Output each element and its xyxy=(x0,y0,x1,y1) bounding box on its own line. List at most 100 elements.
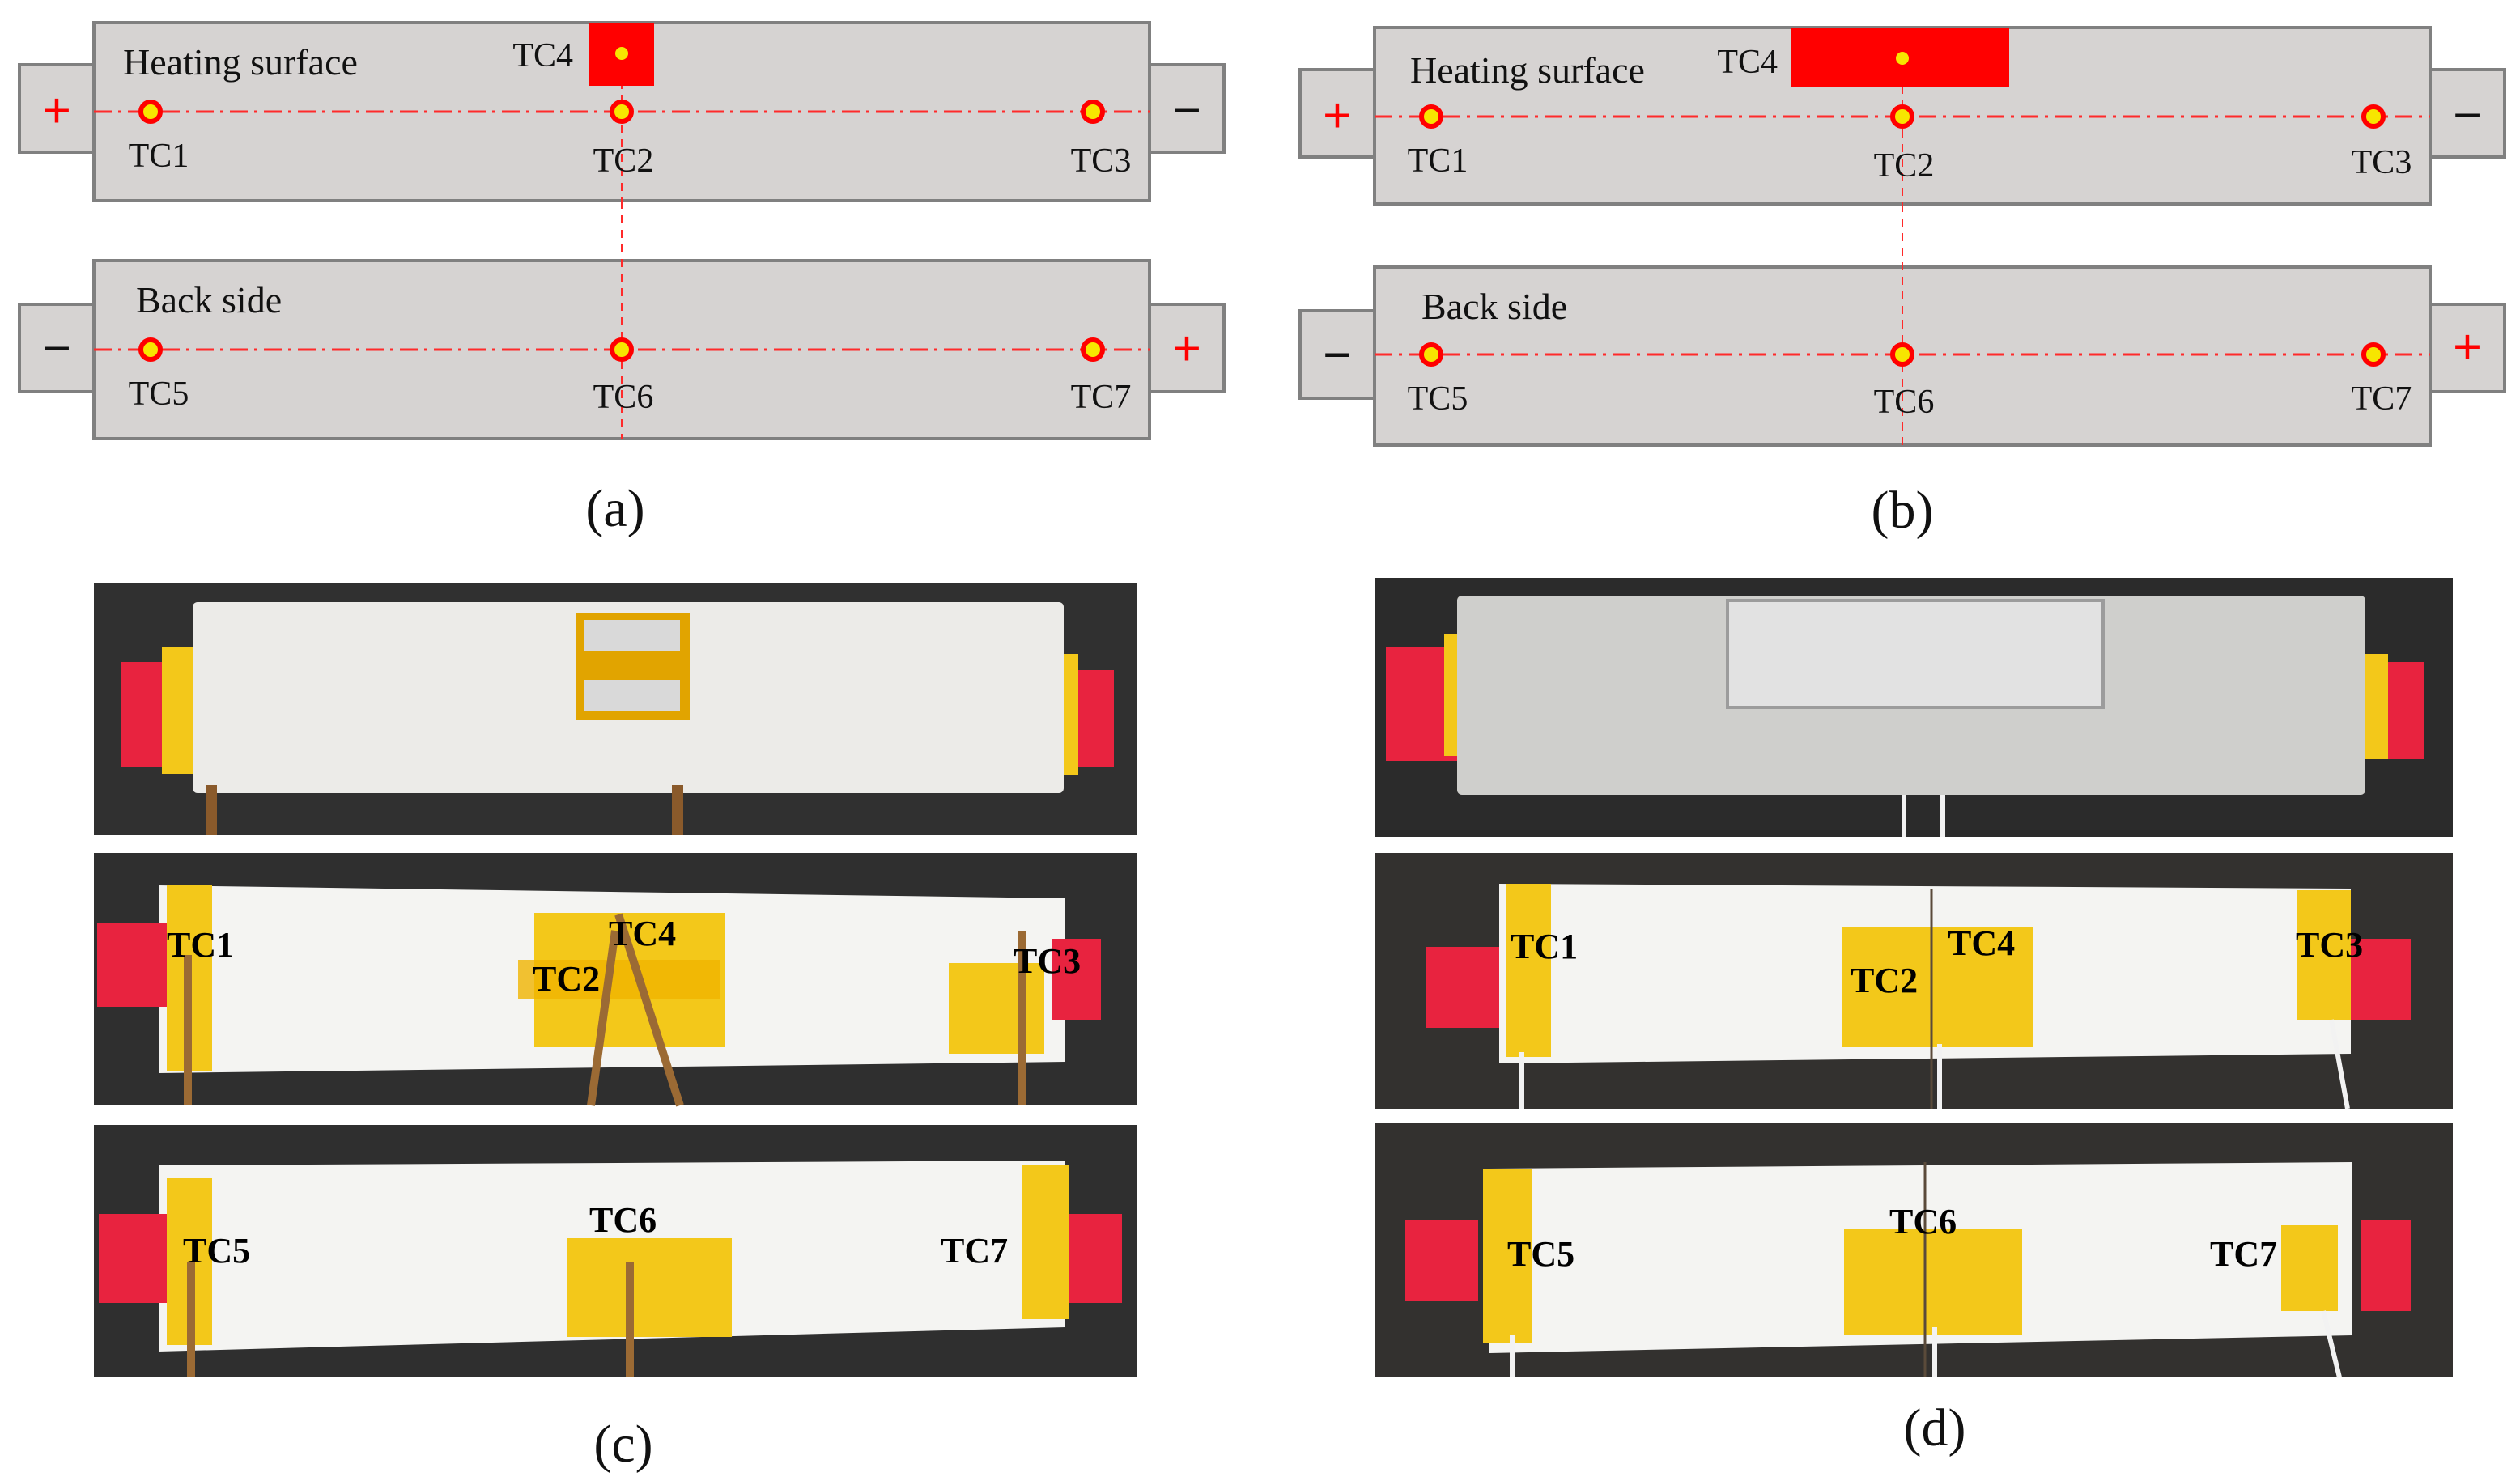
kapton-right xyxy=(949,963,1044,1054)
heater-label: TC4 xyxy=(512,37,573,74)
terminal-tape-left xyxy=(99,1214,170,1303)
tc5-label: TC5 xyxy=(129,376,189,413)
photo-d-front-cell: TC1 TC2 TC4 TC3 xyxy=(1375,853,2453,1110)
tc4-dot xyxy=(1896,52,1909,65)
terminal-tape-right xyxy=(2351,939,2411,1020)
negative-terminal-tab xyxy=(1298,309,1376,400)
photo-tc5-label: TC5 xyxy=(1507,1234,1574,1274)
negative-terminal-tab xyxy=(1148,63,1226,154)
kapton-left xyxy=(162,647,198,774)
photo-tc3-label: TC3 xyxy=(2296,925,2363,965)
caption-a: (a) xyxy=(585,479,644,538)
photo-c-back-cell: TC5 TC6 TC7 xyxy=(94,1125,1137,1377)
positive-terminal-tab xyxy=(1298,68,1376,159)
terminal-tape-left xyxy=(1405,1220,1478,1301)
heating-surface-title: Heating surface xyxy=(123,41,358,83)
positive-terminal-tab xyxy=(1148,303,1226,393)
tc3-dot xyxy=(2361,104,2386,129)
panel-b-schematic: + − Heating surface TC4 TC1 TC2 TC3 − + … xyxy=(1298,26,2506,540)
positive-terminal-tab xyxy=(2429,303,2506,393)
positive-sign: + xyxy=(42,82,71,139)
tc2-dot xyxy=(1890,104,1914,129)
back-side-title: Back side xyxy=(1421,286,1567,327)
photo-tc4-label: TC4 xyxy=(609,914,676,953)
positive-terminal-tab xyxy=(18,63,96,154)
terminal-tape-left xyxy=(1426,947,1499,1028)
terminal-tape-right xyxy=(1065,1214,1122,1303)
negative-sign: − xyxy=(42,320,71,377)
photo-tc6-label: TC6 xyxy=(1889,1202,1957,1241)
lead-wire xyxy=(2321,1310,2342,1378)
negative-terminal-tab xyxy=(2429,68,2506,159)
photo-tc7-label: TC7 xyxy=(2210,1234,2277,1274)
tc2-label: TC2 xyxy=(1874,147,1935,185)
positive-sign: + xyxy=(1172,320,1201,377)
panel-c-photos: TC1 TC2 TC4 TC3 TC5 TC6 TC7 (c) xyxy=(94,583,1137,1474)
photo-tc7-label: TC7 xyxy=(941,1231,1008,1271)
tc7-label: TC7 xyxy=(1071,379,1132,416)
photo-tc5-label: TC5 xyxy=(183,1231,250,1271)
negative-sign: − xyxy=(1323,326,1352,384)
terminal-tape-left xyxy=(97,923,170,1007)
tc6-dot xyxy=(610,337,634,362)
photo-tc6-label: TC6 xyxy=(589,1200,657,1240)
photo-tc3-label: TC3 xyxy=(1014,941,1081,981)
photo-tc1-label: TC1 xyxy=(1511,927,1578,966)
kapton-center xyxy=(1842,927,2033,1047)
negative-sign: − xyxy=(1172,82,1201,139)
kapton-left xyxy=(1483,1169,1532,1343)
lead-wire xyxy=(672,785,683,835)
panel-a-schematic: + − Heating surface TC4 TC1 TC2 TC3 − + … xyxy=(18,21,1226,538)
kapton-right xyxy=(1022,1165,1069,1319)
panel-b-back-board: − + Back side TC5 TC6 TC7 xyxy=(1298,204,2506,447)
tc5-label: TC5 xyxy=(1408,380,1468,418)
lead-wire xyxy=(2329,1019,2350,1110)
positive-sign: + xyxy=(2453,318,2482,376)
tc6-label: TC6 xyxy=(1874,384,1935,421)
tc3-label: TC3 xyxy=(2352,144,2412,181)
photo-tc2-label: TC2 xyxy=(533,959,600,999)
lead-wire xyxy=(206,785,217,835)
tc3-dot xyxy=(1081,100,1105,124)
negative-sign: − xyxy=(2453,87,2482,144)
heater-label: TC4 xyxy=(1717,44,1778,81)
kapton-right xyxy=(2297,890,2351,1020)
photo-d-back-cell: TC5 TC6 TC7 xyxy=(1375,1123,2453,1378)
kapton-left xyxy=(1506,884,1551,1057)
heater-metal-top xyxy=(584,620,680,651)
negative-terminal-tab xyxy=(18,303,96,393)
photo-c-heating-surface xyxy=(94,583,1137,835)
panel-b-heating-board: + − Heating surface TC4 TC1 TC2 TC3 xyxy=(1298,26,2506,206)
large-heater-pad xyxy=(1726,599,2105,709)
tc7-dot xyxy=(1081,337,1105,362)
panel-a-back-board: − + Back side TC5 TC6 TC7 xyxy=(18,201,1226,440)
positive-sign: + xyxy=(1323,87,1352,144)
caption-b: (b) xyxy=(1872,481,1934,540)
kapton-center xyxy=(567,1238,732,1337)
photo-tc2-label: TC2 xyxy=(1851,961,1918,1000)
kapton-right xyxy=(2281,1225,2338,1311)
lead-wire xyxy=(614,913,684,1107)
tc1-label: TC1 xyxy=(129,138,189,175)
tc5-dot xyxy=(138,337,163,362)
tc7-label: TC7 xyxy=(2352,380,2412,418)
heater-metal-bottom xyxy=(584,680,680,711)
tc2-label: TC2 xyxy=(593,142,654,180)
photo-d-heating-surface xyxy=(1375,578,2453,837)
terminal-tape-right xyxy=(2361,1220,2411,1311)
lead-wire xyxy=(587,930,619,1106)
tc7-dot xyxy=(2361,342,2386,367)
terminal-tape-right xyxy=(1052,939,1101,1020)
photo-tc4-label: TC4 xyxy=(1948,923,2015,963)
heating-surface-title: Heating surface xyxy=(1410,49,1645,91)
tc4-dot xyxy=(615,47,628,60)
photo-c-front-cell: TC1 TC2 TC4 TC3 xyxy=(94,853,1137,1107)
tc5-dot xyxy=(1419,342,1443,367)
tc6-label: TC6 xyxy=(593,379,654,416)
kapton-center xyxy=(1844,1229,2022,1335)
tc6-dot xyxy=(1890,342,1914,367)
photo-tc1-label: TC1 xyxy=(167,925,234,965)
back-side-title: Back side xyxy=(136,279,282,320)
tc1-dot xyxy=(138,100,163,124)
